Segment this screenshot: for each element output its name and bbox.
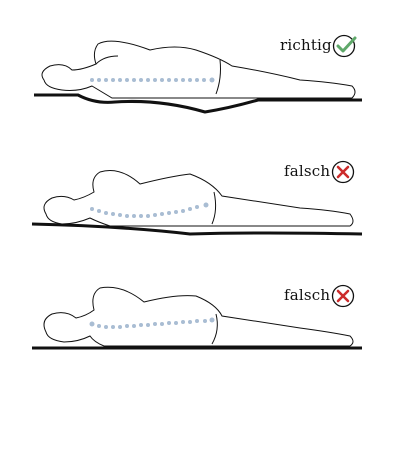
mattress-line: [31, 222, 363, 236]
x-icon: [331, 284, 355, 308]
panel-wrong-1: falsch: [0, 152, 413, 272]
spine: [89, 317, 215, 329]
sleeper-illustration-correct: [34, 40, 362, 114]
verdict-label: falsch: [284, 286, 331, 304]
panel-wrong-2: falsch: [0, 276, 413, 396]
panel-correct: richtig: [0, 22, 413, 142]
body-outline: [41, 40, 356, 99]
body-outline: [43, 170, 354, 227]
sleeper-illustration-wrong-2: [32, 286, 362, 350]
verdict-label: richtig: [280, 36, 332, 54]
x-icon: [331, 160, 355, 184]
mattress-line: [34, 93, 362, 114]
check-icon: [332, 34, 357, 58]
sleeper-illustration-wrong-1: [31, 170, 363, 236]
spine: [90, 77, 215, 83]
spine: [90, 202, 209, 218]
body-outline: [43, 286, 354, 347]
verdict-label: falsch: [284, 162, 331, 180]
